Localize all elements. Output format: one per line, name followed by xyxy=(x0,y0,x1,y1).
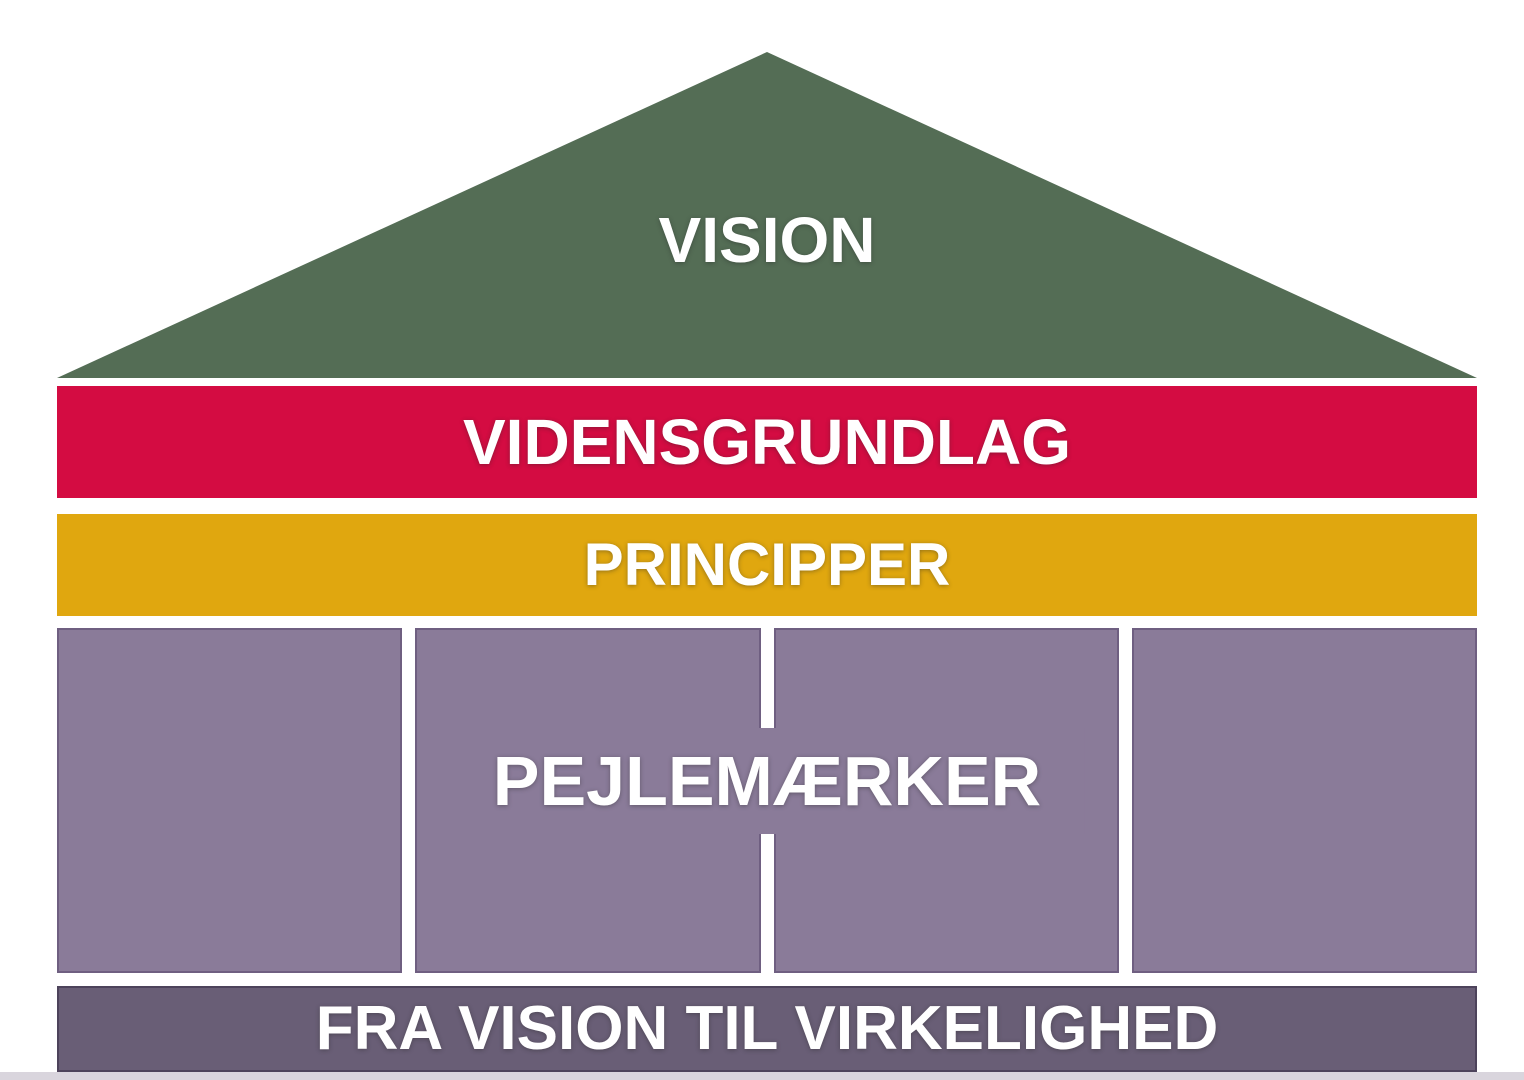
band-principper: PRINCIPPER xyxy=(57,514,1477,616)
band-vidensgrundlag: VIDENSGRUNDLAG xyxy=(57,386,1477,498)
foundation-label: FRA VISION TIL VIRKELIGHED xyxy=(315,994,1219,1063)
pillars-row: PEJLEMÆRKER xyxy=(57,628,1477,973)
pillar-1 xyxy=(57,628,403,973)
pillar-4 xyxy=(1131,628,1477,973)
roof-triangle: VISION xyxy=(57,52,1477,378)
pejlemaerker-plate: PEJLEMÆRKER xyxy=(448,728,1086,834)
principper-label: PRINCIPPER xyxy=(583,531,951,598)
foundation-bar: FRA VISION TIL VIRKELIGHED xyxy=(57,986,1477,1072)
vision-label: VISION xyxy=(658,204,876,276)
vidensgrundlag-label: VIDENSGRUNDLAG xyxy=(462,406,1072,478)
bottom-strip xyxy=(0,1072,1524,1080)
pejlemaerker-label: PEJLEMÆRKER xyxy=(492,742,1042,820)
